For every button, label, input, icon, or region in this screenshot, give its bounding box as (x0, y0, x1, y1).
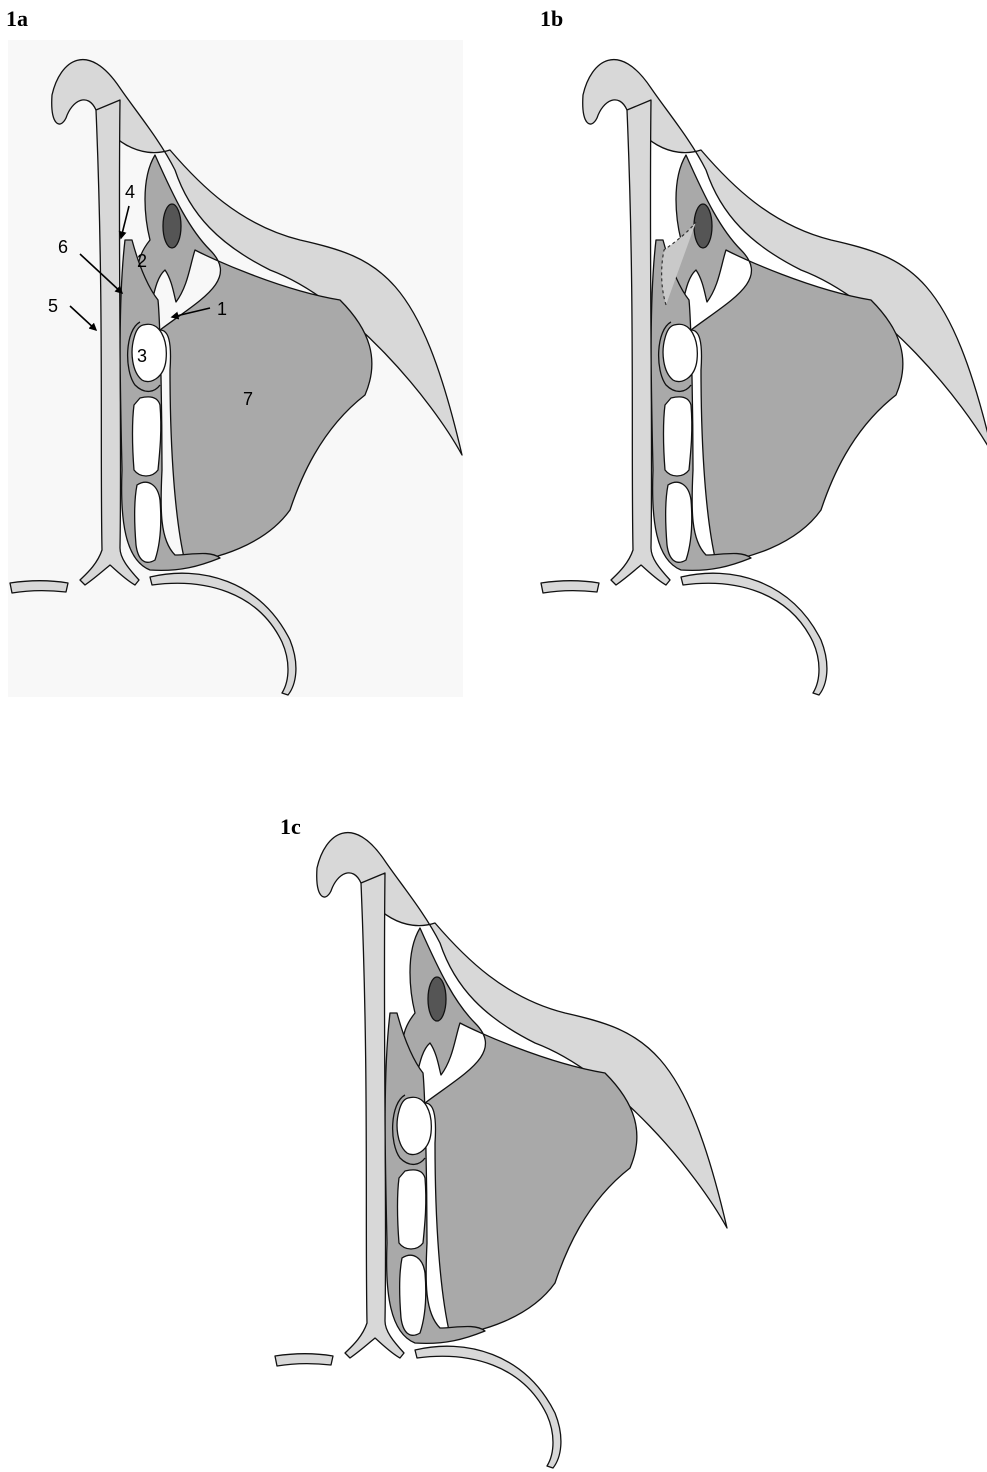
annotation-label-4: 4 (125, 182, 135, 202)
annotation-label-1: 1 (217, 299, 227, 319)
panel-label-1b: 1b (540, 6, 563, 31)
annotation-label-7: 7 (243, 389, 253, 409)
annotation-label-6: 6 (58, 237, 68, 257)
panel-label-1c: 1c (280, 814, 301, 839)
annotation-label-3: 3 (137, 346, 147, 366)
annotation-label-2: 2 (137, 251, 147, 271)
panel-label-1a: 1a (6, 6, 28, 31)
annotation-label-5: 5 (48, 296, 58, 316)
